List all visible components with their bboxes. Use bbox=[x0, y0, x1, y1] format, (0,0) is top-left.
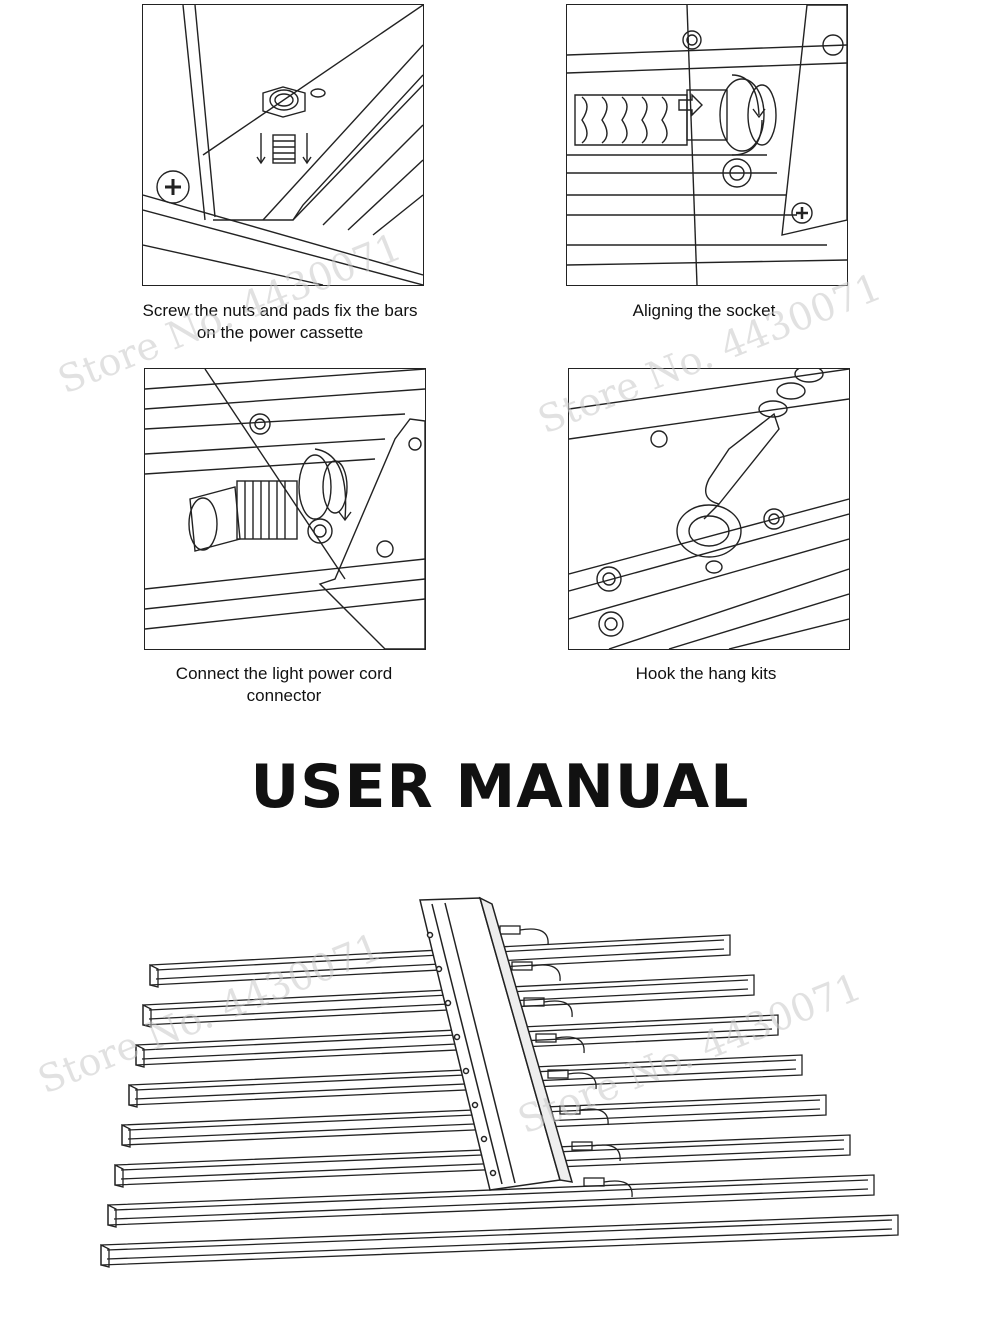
product-illustration bbox=[80, 880, 940, 1305]
step-4-illustration bbox=[568, 368, 850, 650]
step-4-caption: Hook the hang kits bbox=[635, 664, 777, 683]
page-title: USER MANUAL bbox=[250, 752, 750, 822]
step-3-illustration bbox=[144, 368, 426, 650]
step-1-illustration bbox=[142, 4, 424, 286]
light-bar bbox=[107, 1141, 875, 1228]
step-2-caption: Aligning the socket bbox=[632, 301, 776, 320]
power-box bbox=[419, 896, 574, 1191]
step-1-caption: Screw the nuts and pads fix the bars on … bbox=[142, 301, 418, 342]
light-bar bbox=[100, 1177, 899, 1268]
step-2-illustration bbox=[566, 4, 848, 286]
step-3-caption: Connect the light power cord connector bbox=[175, 664, 393, 705]
